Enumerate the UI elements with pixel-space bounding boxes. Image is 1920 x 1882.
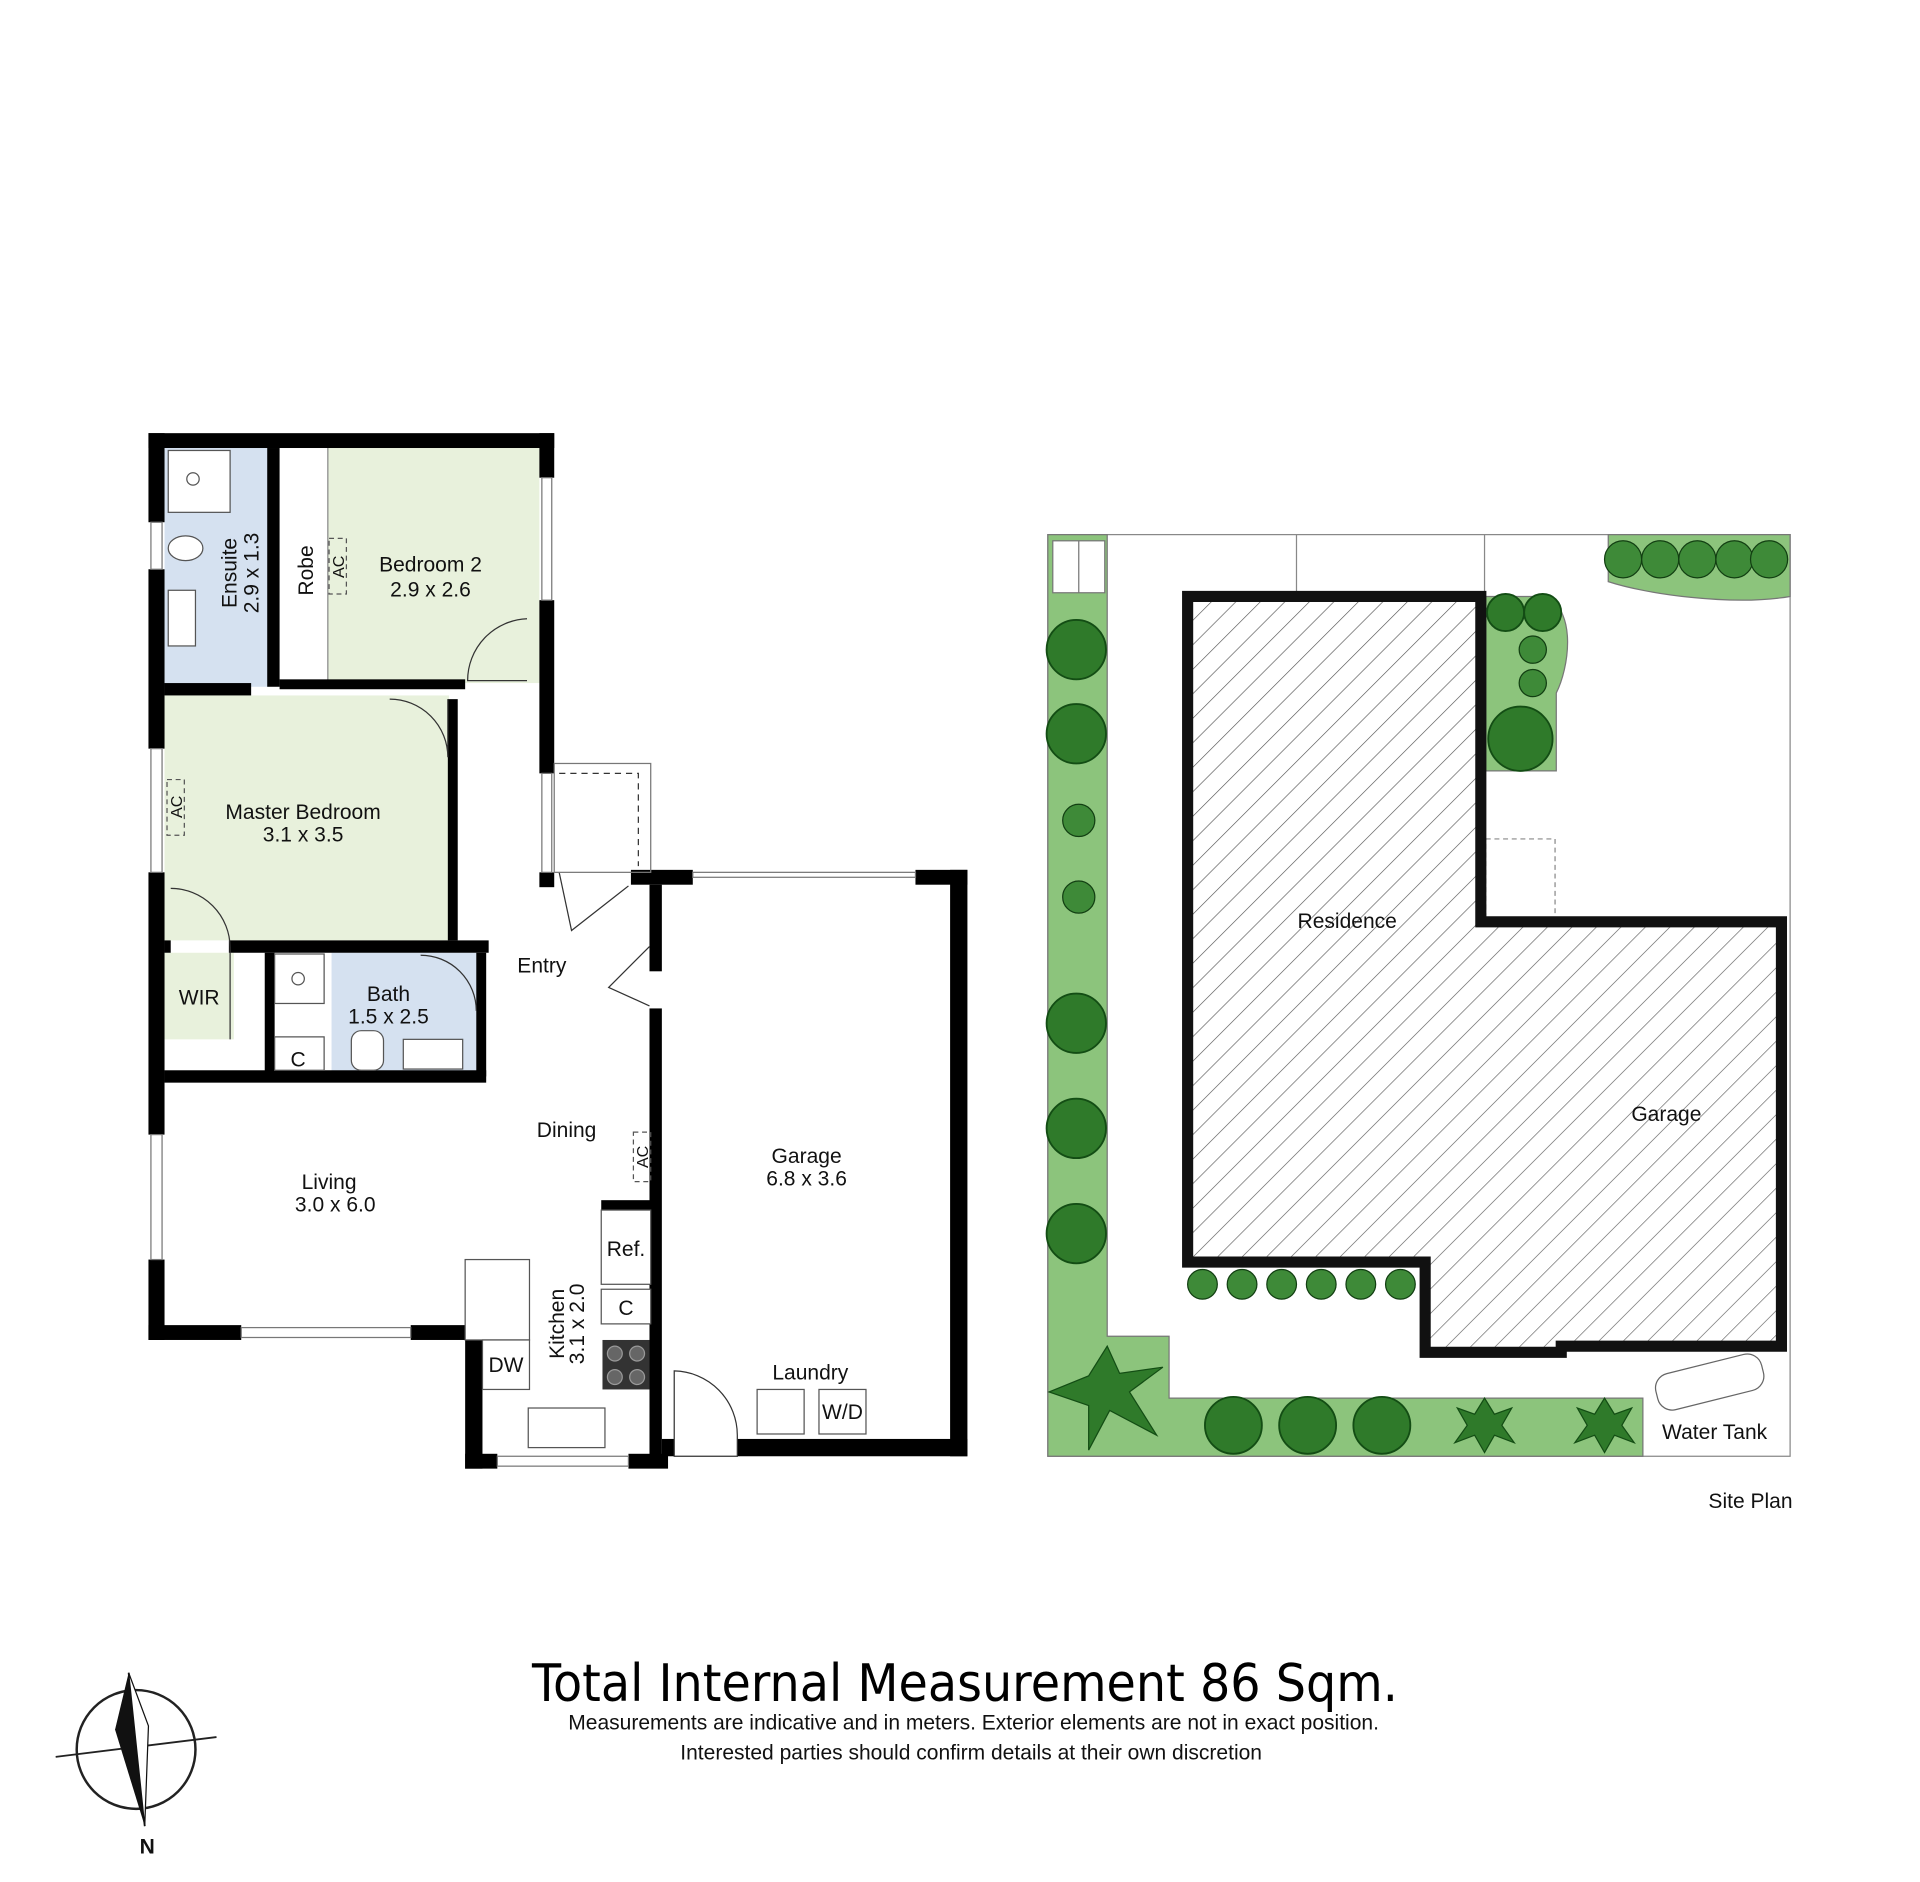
site-garage-label: Garage — [1631, 1103, 1701, 1126]
water-tank-icon — [1654, 1353, 1765, 1411]
compass-north-label: N — [140, 1835, 155, 1858]
tree-icon — [1352, 1395, 1412, 1455]
ac-label: AC — [330, 556, 348, 578]
tree-icon — [1045, 1097, 1107, 1160]
tree-icon — [1487, 705, 1554, 772]
kitchen-label: Kitchen — [546, 1289, 569, 1359]
walls — [148, 433, 968, 1469]
ac-label: AC — [168, 796, 186, 818]
entry-label: Entry — [517, 955, 567, 978]
compass-icon: N — [55, 1672, 217, 1858]
shower-drain-icon — [186, 472, 200, 486]
kitchen-closet-label: C — [618, 1297, 633, 1320]
vanity-icon — [402, 1038, 464, 1070]
toilet-icon — [167, 535, 204, 562]
tree-icon — [1045, 619, 1107, 681]
residence-label: Residence — [1298, 910, 1397, 933]
palm-icon — [1573, 1396, 1636, 1454]
dishwasher-box — [481, 1339, 531, 1391]
ensuite-size: 2.9 x 1.3 — [241, 533, 264, 614]
disclaimer-line-2: Interested parties should confirm detail… — [680, 1741, 1262, 1764]
wir-label: WIR — [179, 987, 220, 1010]
master-bedroom-label: Master Bedroom — [225, 801, 380, 824]
washer-dryer-box — [818, 1388, 867, 1435]
dining-label: Dining — [537, 1119, 597, 1142]
fridge-label: Ref. — [607, 1238, 646, 1261]
windows — [150, 477, 917, 1467]
laundry-tub-icon — [756, 1388, 805, 1435]
doors — [170, 618, 738, 1457]
site-plan: Residence Garage Water Tank Site Plan — [1045, 533, 1793, 1513]
garage-label: Garage — [772, 1145, 842, 1168]
bedroom2-size: 2.9 x 2.6 — [390, 578, 471, 601]
tree-icon — [1523, 593, 1563, 633]
ensuite-label: Ensuite — [218, 538, 241, 608]
palm-icon — [1047, 1344, 1164, 1451]
tree-icon — [1486, 593, 1526, 633]
dishwasher-label: DW — [488, 1354, 523, 1377]
closet-label: C — [291, 1049, 306, 1072]
site-plan-title: Site Plan — [1708, 1490, 1792, 1513]
water-tank-label: Water Tank — [1662, 1421, 1768, 1444]
master-bedroom-size: 3.1 x 3.5 — [263, 823, 344, 846]
total-measurement: Total Internal Measurement 86 Sqm. — [531, 1654, 1398, 1714]
bath-size: 1.5 x 2.5 — [348, 1005, 429, 1028]
laundry-label: Laundry — [772, 1362, 848, 1385]
tree-icon — [1204, 1395, 1263, 1455]
footer: Total Internal Measurement 86 Sqm. Measu… — [531, 1654, 1398, 1764]
disclaimer-line-1: Measurements are indicative and in meter… — [568, 1712, 1379, 1735]
tree-icon — [1278, 1395, 1338, 1455]
master-bedroom-room — [164, 695, 450, 941]
kitchen-size: 3.1 x 2.0 — [566, 1284, 589, 1365]
tree-icon — [1045, 703, 1107, 765]
robe-label: Robe — [295, 545, 318, 595]
living-label: Living — [302, 1171, 357, 1194]
porch — [1485, 838, 1556, 923]
residence-footprint — [1182, 590, 1788, 1358]
shrub-icon — [1062, 803, 1096, 838]
wir-room — [164, 952, 234, 1040]
sink-icon — [527, 1407, 606, 1449]
ac-label: AC — [634, 1146, 652, 1168]
shrub-icon — [1062, 880, 1096, 914]
shower-icon — [274, 953, 325, 1005]
closet-box — [274, 1036, 325, 1071]
fridge-box — [600, 1209, 652, 1285]
bedroom2-room — [327, 448, 540, 684]
garage-size: 6.8 x 3.6 — [766, 1167, 847, 1190]
fixtures — [166, 449, 867, 1449]
kitchen-closet-box — [600, 1288, 652, 1325]
bedroom2-label: Bedroom 2 — [379, 554, 482, 577]
floor-plan: Ensuite 2.9 x 1.3 Robe AC Bedroom 2 2.9 … — [148, 433, 968, 1469]
palm-icon — [1453, 1396, 1516, 1454]
toilet-icon — [350, 1030, 385, 1071]
washer-dryer-label: W/D — [822, 1401, 863, 1424]
basin-icon — [167, 589, 197, 647]
tree-icon — [1045, 1202, 1107, 1265]
tree-icon — [1045, 992, 1107, 1054]
kitchen-bench — [464, 1258, 531, 1341]
trees — [1045, 540, 1789, 1455]
bath-label: Bath — [367, 983, 410, 1006]
living-size: 3.0 x 6.0 — [295, 1193, 376, 1216]
